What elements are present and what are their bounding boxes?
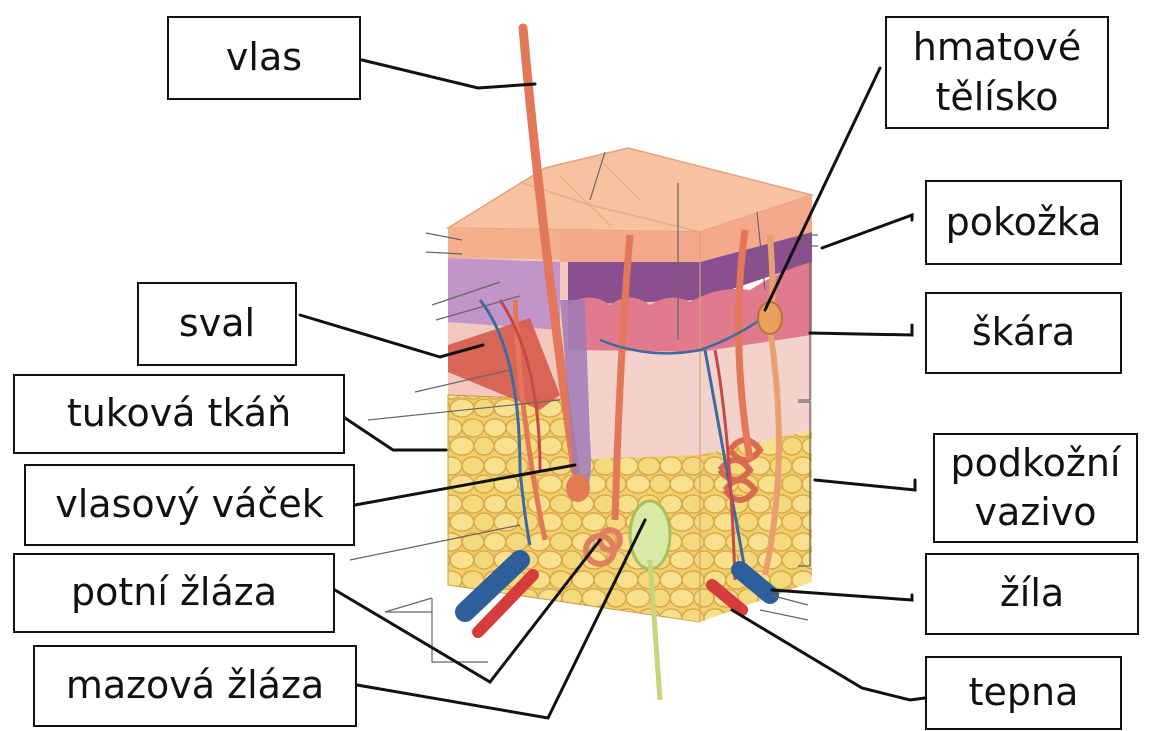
label-vlas-text: vlas bbox=[226, 33, 302, 82]
label-skara-text: škára bbox=[972, 308, 1075, 357]
leader-zila bbox=[772, 590, 912, 600]
skin-block bbox=[350, 28, 818, 700]
label-vlasovy-vacek: vlasový váček bbox=[24, 464, 355, 546]
label-mazova-zlaza-text: mazová žláza bbox=[66, 661, 324, 710]
label-vlas: vlas bbox=[167, 16, 361, 100]
leader-podkozni-vazivo bbox=[815, 480, 915, 490]
label-hmatove-telisko-line2: tělísko bbox=[935, 73, 1058, 122]
label-pokozka: pokožka bbox=[925, 180, 1122, 265]
label-hmatove-telisko: hmatové tělísko bbox=[885, 16, 1109, 129]
leader-pokozka bbox=[822, 215, 912, 248]
label-podkozni-vazivo-line1: podkožní bbox=[951, 439, 1121, 488]
leader-vlas bbox=[362, 60, 535, 88]
label-vlasovy-vacek-text: vlasový váček bbox=[55, 480, 324, 529]
leader-tepna bbox=[732, 610, 925, 700]
label-sval-text: sval bbox=[179, 299, 255, 348]
label-potni-zlaza-text: potní žláza bbox=[71, 568, 277, 617]
label-podkozni-vazivo-line2: vazivo bbox=[974, 488, 1096, 537]
label-zila: žíla bbox=[925, 553, 1139, 635]
label-sval: sval bbox=[137, 282, 297, 366]
label-tukova-tkan: tuková tkáň bbox=[13, 374, 345, 454]
label-skara: škára bbox=[925, 292, 1122, 374]
leader-skara bbox=[810, 325, 912, 335]
label-tepna: tepna bbox=[925, 656, 1122, 730]
label-mazova-zlaza: mazová žláza bbox=[33, 645, 357, 727]
leader-tukova-tkan bbox=[345, 418, 446, 450]
touch-corpuscle bbox=[758, 302, 782, 334]
label-pokozka-text: pokožka bbox=[946, 198, 1102, 247]
label-podkozni-vazivo: podkožní vazivo bbox=[933, 433, 1138, 543]
label-tukova-tkan-text: tuková tkáň bbox=[67, 389, 291, 438]
label-zila-text: žíla bbox=[1000, 569, 1064, 618]
label-hmatove-telisko-line1: hmatové bbox=[913, 23, 1081, 72]
label-potni-zlaza: potní žláza bbox=[13, 553, 335, 633]
label-tepna-text: tepna bbox=[969, 668, 1079, 717]
